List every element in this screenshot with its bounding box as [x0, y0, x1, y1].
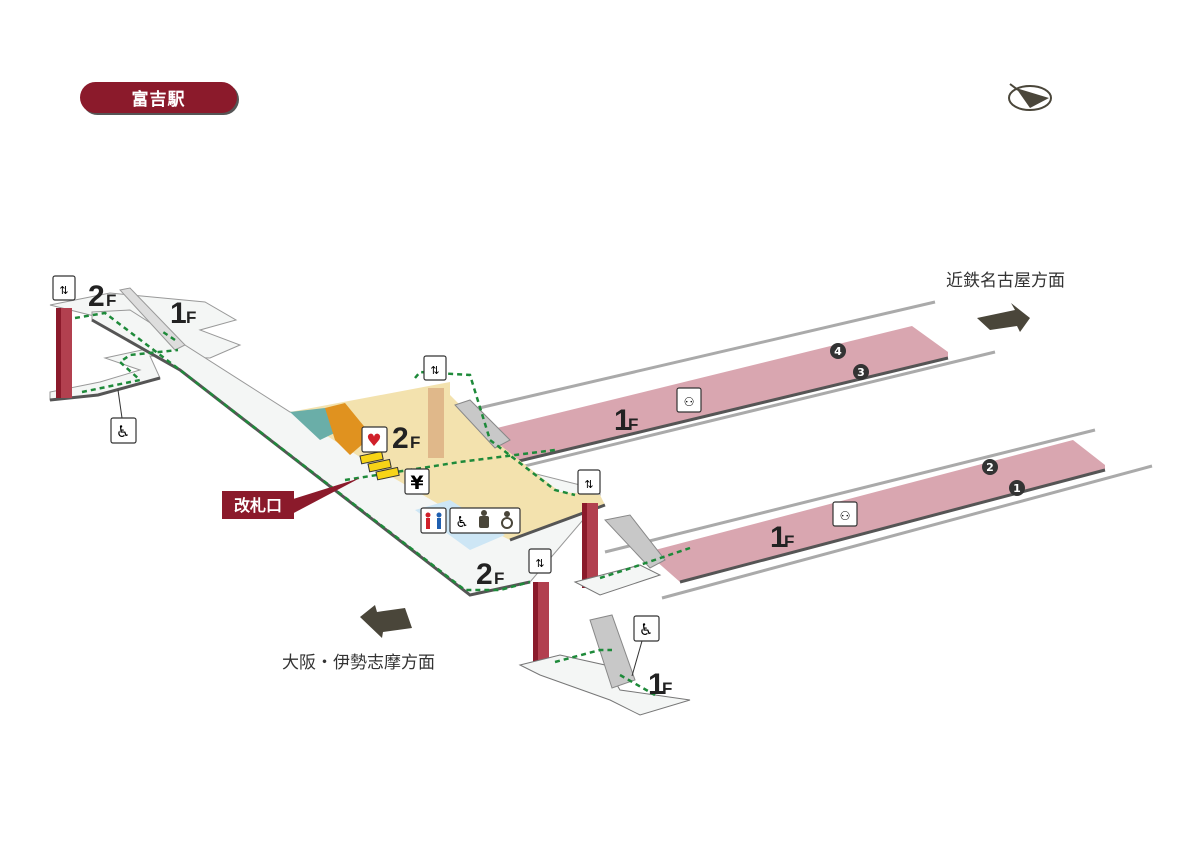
svg-text:4: 4	[834, 345, 842, 358]
svg-text:♿: ♿	[639, 620, 653, 639]
floor-mid-1f	[573, 564, 662, 596]
elevator-column-south	[533, 582, 549, 672]
wheelchair-icon: ♿	[455, 513, 468, 531]
platform-lower	[655, 440, 1106, 584]
svg-text:⇅: ⇅	[59, 284, 68, 297]
svg-text:1: 1	[1013, 482, 1021, 495]
svg-text:⚇: ⚇	[684, 395, 695, 409]
track-lines	[461, 300, 1153, 600]
svg-text:¥: ¥	[410, 472, 423, 494]
gate-label: 改札口	[234, 496, 282, 515]
wheelchair-slope-icon: ♿	[110, 389, 137, 444]
wheelchair-slope-icon: ♿	[631, 615, 660, 677]
track-number-1: 1	[1009, 480, 1025, 496]
elevator-icon: ⇅	[423, 355, 447, 381]
ticket-machine-icon: ¥	[404, 468, 430, 495]
svg-text:F: F	[106, 291, 116, 310]
svg-text:F: F	[784, 532, 794, 551]
stairs-west	[119, 287, 186, 351]
svg-text:F: F	[628, 415, 638, 434]
restroom-icon	[420, 507, 447, 534]
svg-text:1: 1	[648, 668, 665, 701]
svg-text:1: 1	[770, 521, 787, 554]
elevator-icon: ⇅	[528, 548, 552, 574]
ticket-gates	[359, 450, 400, 481]
gate-callout-pointer	[290, 478, 360, 515]
accessible-facilities-icon: ♿	[449, 507, 521, 534]
baby-changing-icon	[504, 511, 510, 517]
bench-icon: ⚇	[676, 387, 702, 413]
arrow-west-icon	[360, 605, 412, 638]
svg-text:3: 3	[857, 366, 865, 379]
elevator-icon: ⇅	[577, 469, 601, 495]
orange-area	[325, 403, 372, 455]
elevator-column-west	[56, 308, 72, 398]
stairs-south	[589, 614, 636, 689]
floor-label-1f-south: 1F	[648, 668, 672, 701]
stairs-upper-platform	[454, 399, 511, 449]
platform-upper	[495, 326, 949, 464]
bench-icon: ⚇	[832, 501, 858, 527]
elevator-icon: ⇅	[52, 275, 76, 301]
svg-text:F: F	[662, 679, 672, 698]
svg-text:F: F	[186, 308, 196, 327]
svg-text:F: F	[494, 569, 504, 588]
compass-icon	[1008, 83, 1052, 111]
svg-text:⚇: ⚇	[840, 509, 851, 523]
svg-text:F: F	[410, 433, 420, 452]
station-name: 富吉駅	[131, 90, 186, 110]
svg-text:2: 2	[88, 280, 105, 313]
aed-icon: ♥	[361, 426, 388, 453]
track-number-2: 2	[982, 459, 998, 475]
track-number-3: 3	[853, 364, 869, 380]
floor-label-1f-lower-platform: 1F	[770, 521, 794, 554]
station-title-badge: 富吉駅	[80, 82, 237, 113]
elevator-column-center	[428, 388, 444, 458]
svg-text:2: 2	[476, 558, 493, 591]
svg-text:⇅: ⇅	[584, 478, 593, 491]
elevator-column-mid	[582, 503, 598, 588]
west-entrance-structure	[49, 292, 242, 402]
arrow-east-icon	[977, 303, 1030, 332]
svg-text:♥: ♥	[366, 431, 381, 451]
svg-text:⇅: ⇅	[535, 557, 544, 570]
direction-west-label: 大阪・伊勢志摩方面	[282, 653, 435, 673]
svg-text:1: 1	[170, 297, 187, 330]
ostomate-icon	[479, 516, 489, 528]
gate-label-box	[222, 491, 294, 519]
floor-label-1f-upper-platform: 1F	[614, 404, 638, 437]
svg-text:2: 2	[392, 422, 409, 455]
svg-text:♿: ♿	[116, 422, 130, 441]
direction-east-label: 近鉄名古屋方面	[946, 271, 1065, 291]
svg-text:2: 2	[986, 461, 994, 474]
svg-text:1: 1	[614, 404, 631, 437]
svg-text:⇅: ⇅	[430, 364, 439, 377]
floor-south-1f	[518, 654, 691, 716]
stairs-lower-platform	[604, 514, 666, 569]
track-number-4: 4	[830, 343, 846, 359]
